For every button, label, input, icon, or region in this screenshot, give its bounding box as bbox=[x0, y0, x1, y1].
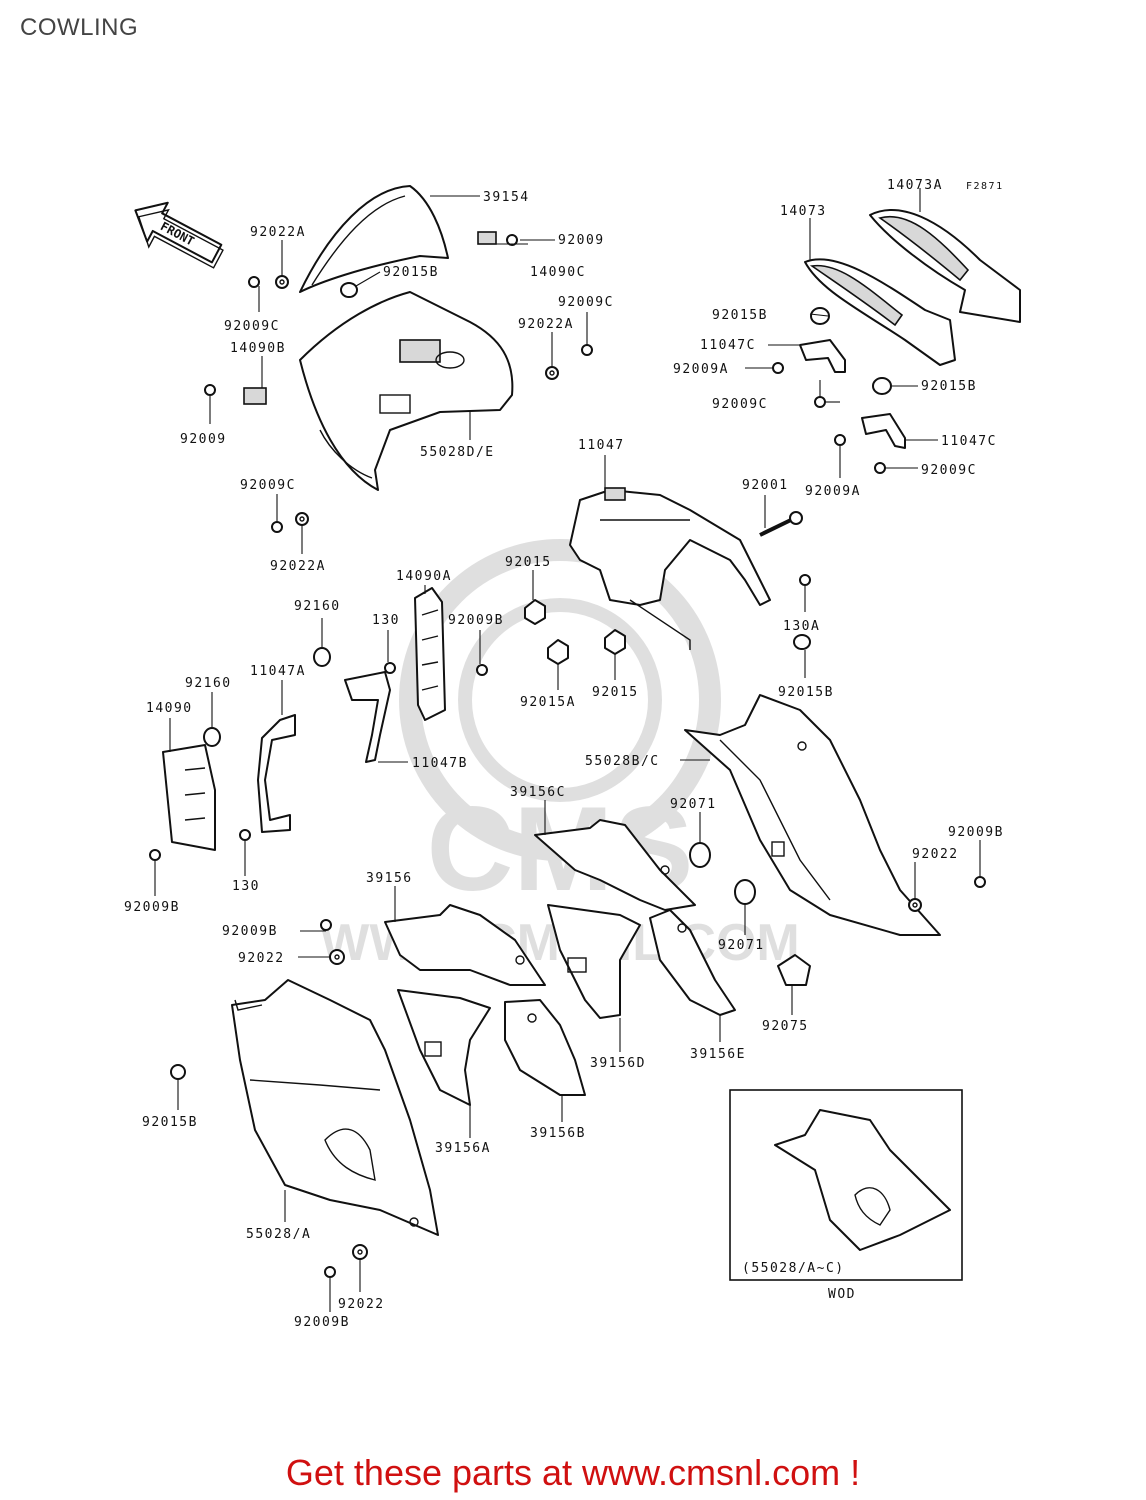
part-label: 11047B bbox=[412, 756, 468, 771]
part-label: 92009B bbox=[448, 613, 504, 628]
part-label: 92071 bbox=[670, 797, 717, 812]
part-labels: 39154 92009 92022A 92015B 14090C 92009C … bbox=[124, 178, 1004, 1330]
part-label: 92009 bbox=[558, 233, 605, 248]
grommet-92015b-stay bbox=[793, 634, 811, 650]
part-label: 14073A bbox=[887, 178, 943, 193]
grommet-mid bbox=[872, 377, 892, 395]
inner-cover-39156b bbox=[504, 999, 586, 1096]
part-label: 55028/A bbox=[246, 1227, 311, 1242]
inner-panel-14090 bbox=[162, 744, 216, 851]
part-label: 92015B bbox=[142, 1115, 198, 1130]
inner-cover-39156a bbox=[397, 989, 491, 1106]
figure-code: F2871 bbox=[966, 181, 1004, 192]
grommet-92160-upper bbox=[313, 647, 331, 667]
part-label: 55028B/C bbox=[585, 754, 660, 769]
side-cowling-right bbox=[684, 694, 941, 936]
part-label: 11047C bbox=[941, 434, 997, 449]
part-label: 92009B bbox=[222, 924, 278, 939]
part-label: 92009C bbox=[240, 478, 296, 493]
inner-cover-39156c bbox=[534, 819, 696, 911]
bolt-92001 bbox=[759, 511, 803, 537]
part-label: 39156 bbox=[366, 871, 413, 886]
part-label: 14090B bbox=[230, 341, 286, 356]
inset-box: (55028/A~C) WOD bbox=[729, 1089, 963, 1302]
windshield bbox=[299, 185, 449, 293]
part-label: 39156A bbox=[435, 1141, 491, 1156]
part-label: 92015 bbox=[505, 555, 552, 570]
part-label: 92009C bbox=[712, 397, 768, 412]
part-label: 92009A bbox=[673, 362, 729, 377]
damper-92071-lower bbox=[734, 879, 756, 905]
part-label: 92009B bbox=[294, 1315, 350, 1330]
part-label: 14090 bbox=[146, 701, 193, 716]
inset-note: WOD bbox=[828, 1287, 856, 1302]
front-arrow: FRONT bbox=[134, 201, 224, 269]
bracket-11047b bbox=[344, 671, 391, 763]
nut-92015a bbox=[547, 639, 569, 665]
part-label: 92022 bbox=[912, 847, 959, 862]
part-label: 55028D/E bbox=[420, 445, 495, 460]
part-label: 92009B bbox=[948, 825, 1004, 840]
part-label: 11047A bbox=[250, 664, 306, 679]
bracket-11047c-lower bbox=[861, 413, 906, 449]
grommet-top bbox=[810, 307, 830, 325]
part-label: 92022A bbox=[518, 317, 574, 332]
part-label: 92160 bbox=[294, 599, 341, 614]
part-label: 92022A bbox=[270, 559, 326, 574]
part-label: 11047 bbox=[578, 438, 625, 453]
fasteners bbox=[149, 231, 986, 1278]
part-label: 39154 bbox=[483, 190, 530, 205]
part-label: 14090C bbox=[530, 265, 586, 280]
part-label: 92009C bbox=[558, 295, 614, 310]
cowling-bracket bbox=[399, 339, 441, 363]
inner-cover-39156 bbox=[384, 904, 546, 986]
part-label: 130 bbox=[372, 613, 400, 628]
part-label: 92022A bbox=[250, 225, 306, 240]
inner-cover-39156e bbox=[649, 909, 736, 1016]
part-label: 92009B bbox=[124, 900, 180, 915]
pad-92075 bbox=[777, 954, 811, 986]
bracket-11047c-upper bbox=[799, 339, 846, 373]
part-label: 92015B bbox=[778, 685, 834, 700]
cowling-stay bbox=[569, 489, 771, 606]
leader-lines bbox=[154, 188, 981, 1312]
grommet-92160-lower bbox=[203, 727, 221, 747]
spacer-upper bbox=[340, 282, 358, 298]
part-label: 92160 bbox=[185, 676, 232, 691]
part-label: 130A bbox=[783, 619, 820, 634]
part-label: 92071 bbox=[718, 938, 765, 953]
part-label: 39156B bbox=[530, 1126, 586, 1141]
part-label: 92015B bbox=[712, 308, 768, 323]
part-label: 11047C bbox=[700, 338, 756, 353]
inner-panel-14090a bbox=[414, 587, 446, 721]
part-label: 92001 bbox=[742, 478, 789, 493]
part-label: 92022 bbox=[338, 1297, 385, 1312]
cowling-exploded-diagram: CMS WWW.CMSNL.COM FRONT bbox=[124, 178, 1021, 1330]
part-label: 130 bbox=[232, 879, 260, 894]
part-label: 14090A bbox=[396, 569, 452, 584]
part-label: 14073 bbox=[780, 204, 827, 219]
damper-92071-upper bbox=[689, 842, 711, 868]
part-label: 39156D bbox=[590, 1056, 646, 1071]
part-label: 92009A bbox=[805, 484, 861, 499]
nut-92015-upper bbox=[524, 599, 546, 625]
part-label: 92009C bbox=[921, 463, 977, 478]
part-label: 92015B bbox=[921, 379, 977, 394]
promo-link[interactable]: Get these parts at www.cmsnl.com ! bbox=[285, 1452, 861, 1493]
part-label: 92015 bbox=[592, 685, 639, 700]
side-cowling-left bbox=[231, 979, 439, 1236]
page-title: COWLING bbox=[20, 14, 139, 41]
part-label: 39156C bbox=[510, 785, 566, 800]
part-label: 92009 bbox=[180, 432, 227, 447]
bracket-11047a bbox=[257, 714, 296, 833]
part-label: 92015B bbox=[383, 265, 439, 280]
nut-92015-lower bbox=[604, 629, 626, 655]
upper-cowling-inner bbox=[299, 291, 514, 491]
part-label: 39156E bbox=[690, 1047, 746, 1062]
part-label: 92009C bbox=[224, 319, 280, 334]
part-label: 92075 bbox=[762, 1019, 809, 1034]
part-label: 92022 bbox=[238, 951, 285, 966]
inset-caption: (55028/A~C) bbox=[742, 1261, 845, 1276]
part-label: 92015A bbox=[520, 695, 576, 710]
